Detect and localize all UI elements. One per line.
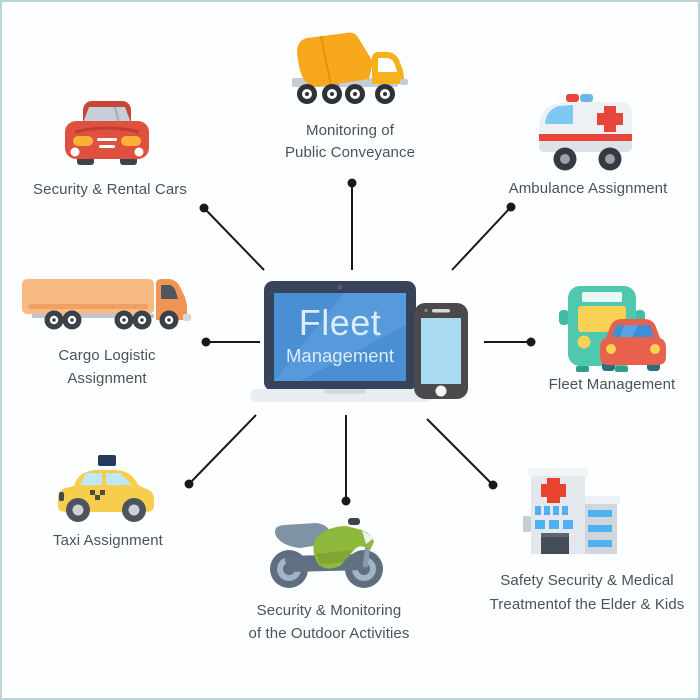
smartphone-icon xyxy=(414,303,468,399)
car-icon xyxy=(65,101,149,165)
wheels xyxy=(44,310,179,330)
node-label: Ambulance Assignment xyxy=(508,180,668,197)
cargo-truck-icon xyxy=(22,279,191,330)
mixer-truck-icon xyxy=(292,32,408,104)
connector-bottom-left xyxy=(184,414,257,489)
connector-bottom-right xyxy=(426,418,498,490)
webcam-icon xyxy=(337,284,343,290)
node-label: Taxi Assignment xyxy=(53,532,163,549)
node-label: Security & Monitoring of the Outdoor Act… xyxy=(248,602,410,642)
car-icon xyxy=(600,319,666,371)
node-label: Safety Security & Medical Treatmentof th… xyxy=(489,572,685,613)
hospital-icon xyxy=(523,468,620,554)
node-label: Cargo Logistic Assignment xyxy=(58,347,156,387)
bus-car-icon xyxy=(559,286,666,372)
connector-bottom xyxy=(341,415,351,506)
laptop-screen-title-line1: Fleet xyxy=(298,302,382,343)
connector-left xyxy=(201,337,260,347)
node-label: Fleet Management xyxy=(548,376,676,393)
connector-top-right xyxy=(451,202,516,271)
taxi-icon xyxy=(58,455,154,522)
ambulance-icon xyxy=(539,94,632,171)
connector-top-left xyxy=(199,203,265,271)
node-label: Security & Rental Cars xyxy=(33,181,187,198)
laptop-screen-title-line2: Management xyxy=(286,345,394,366)
laptop-phone-icon xyxy=(250,281,468,402)
checker-pattern xyxy=(90,490,105,500)
wheels xyxy=(297,84,395,104)
red-cross-icon xyxy=(541,478,566,503)
motorcycle-icon xyxy=(270,518,383,588)
node-label: Monitoring of Public Conveyance xyxy=(284,122,416,161)
connector-right xyxy=(484,337,536,347)
connector-top xyxy=(347,178,357,270)
